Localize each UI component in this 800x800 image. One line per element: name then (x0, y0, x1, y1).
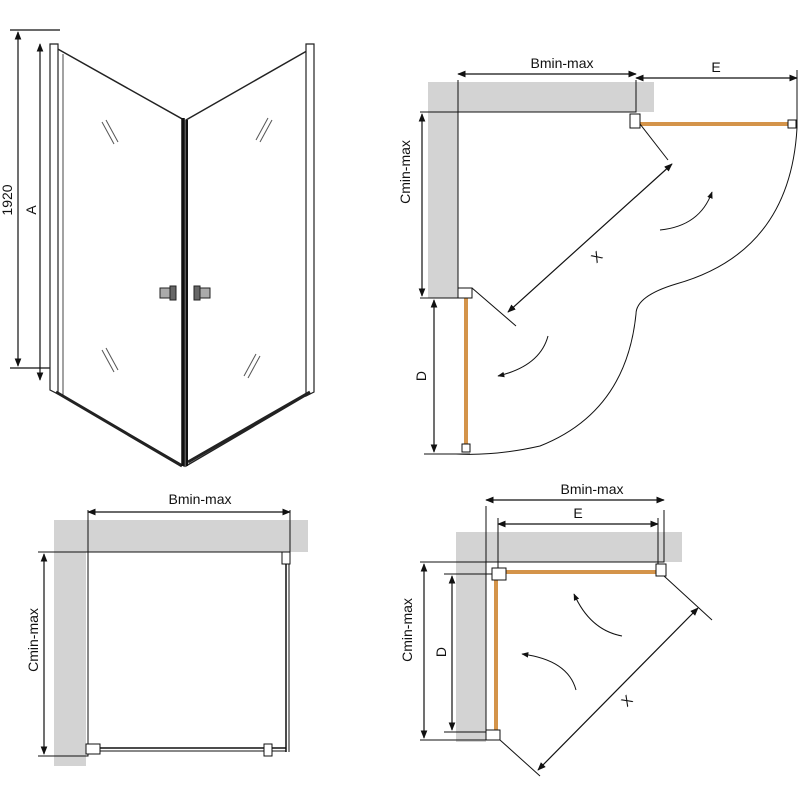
wall-left (456, 562, 486, 742)
dim-e-label: E (711, 59, 720, 75)
dim-d-label: D (413, 371, 429, 381)
dim-d-label: D (433, 647, 449, 657)
door-left-open (471, 287, 517, 327)
dim-x-label: X (588, 247, 606, 266)
swing-arrow-left (497, 335, 549, 378)
right-wall-profile (305, 43, 315, 397)
wall-top-outline (485, 506, 665, 563)
dim-c-label: Cmin-max (25, 608, 41, 672)
wall-left (54, 552, 86, 766)
swing-arrow-top (573, 593, 623, 637)
right-bottom-rail (187, 390, 311, 464)
shower-3d-view: 1920 A (0, 29, 315, 468)
hinge-left (457, 287, 473, 299)
wall-top (428, 82, 654, 112)
wall-left-outline (420, 561, 487, 741)
dim-b-label: Bmin-max (168, 491, 231, 507)
plan-bottom-right: Bmin-max E Cmin-max D X (399, 481, 713, 777)
wall-top-outline (457, 80, 637, 113)
handle-left-outer (159, 287, 171, 299)
wall-left (428, 112, 458, 298)
dim-x-label: X (618, 691, 636, 709)
wall-top (456, 532, 682, 562)
wall-left-outline (38, 551, 89, 757)
handle-right-outer (199, 287, 211, 299)
dim-c-label: Cmin-max (399, 598, 415, 662)
door-left-open (499, 739, 541, 777)
hinge-right-top (281, 551, 291, 565)
swing-arc (455, 127, 798, 455)
glass-reflections (101, 117, 273, 379)
hinge-left-end (485, 729, 501, 741)
dim-a-label: A (23, 205, 39, 215)
handle-right-inner (193, 285, 201, 301)
handle-left-inner (169, 285, 177, 301)
corner-connector (491, 567, 507, 581)
plan-bottom-left: Bmin-max Cmin-max (25, 491, 308, 766)
wall-top (54, 520, 308, 552)
door-top-open (663, 575, 713, 621)
wall-left-outline (420, 111, 459, 299)
door-handles (159, 285, 211, 301)
hinge-bottom-left (85, 743, 101, 755)
dim-c-label: Cmin-max (397, 140, 413, 204)
dim-b-label: Bmin-max (530, 55, 593, 71)
dim-x-line (507, 163, 673, 313)
dim-1920-label: 1920 (0, 184, 15, 215)
end-cap-left (461, 443, 471, 453)
left-bottom-rail (55, 390, 183, 468)
wall-top-outline (87, 510, 291, 553)
hinge-top (629, 113, 641, 129)
door-top-open (639, 123, 669, 161)
end-cap-bottom (263, 743, 273, 757)
end-cap-top (787, 119, 797, 129)
dim-b-label: Bmin-max (560, 481, 623, 497)
hinge-top-end (655, 563, 667, 577)
swing-arrow-top (659, 191, 713, 231)
swing-arrow-left (521, 652, 577, 691)
dim-e-label: E (573, 505, 582, 521)
left-wall-profile (49, 43, 59, 395)
dim-x-line (537, 607, 699, 771)
plan-top-right: Bmin-max E Cmin-max D X (397, 55, 798, 455)
